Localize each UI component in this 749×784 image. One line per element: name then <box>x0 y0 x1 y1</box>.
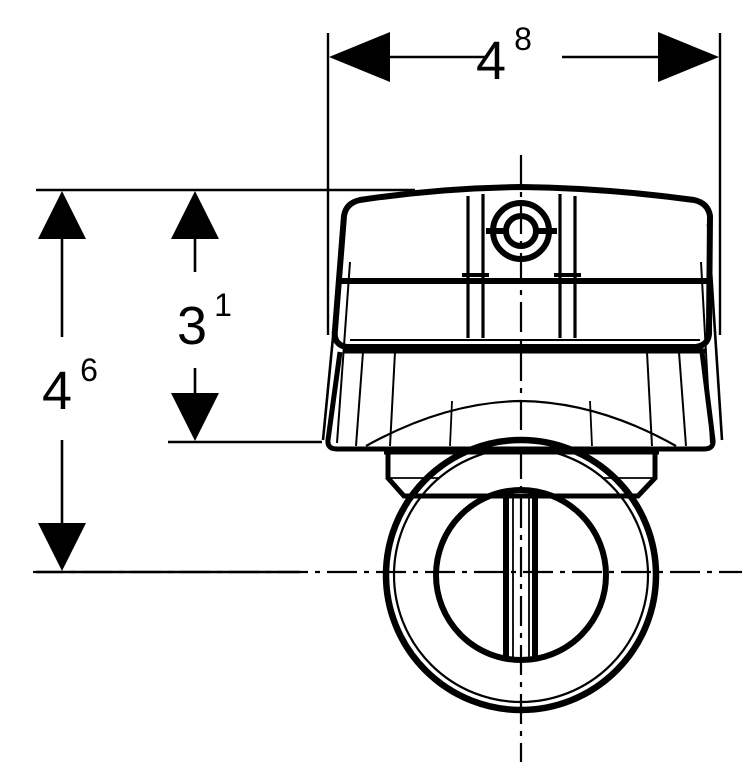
arrowhead-h31-bottom <box>171 393 219 441</box>
adjustment-screw-group <box>486 200 557 262</box>
dimension-height-upper: 3 1 <box>171 191 232 441</box>
extension-lines-group <box>36 33 722 574</box>
valve-body-outer-circle <box>382 436 660 714</box>
actuator-housing-group <box>321 183 724 444</box>
actuator-lower-body-group <box>325 351 716 452</box>
housing-skirt-line-right-outer <box>706 223 724 441</box>
mounting-flange-group <box>384 449 659 499</box>
arrowhead-h31-top <box>171 191 219 239</box>
dimension-label-h31-value: 3 <box>177 296 207 356</box>
dimension-label-h46-superscript: 6 <box>80 352 98 388</box>
housing-skirt-line-left-inner <box>336 261 351 444</box>
housing-central-boss <box>462 194 581 338</box>
dimension-width-overall: 4 8 <box>329 21 719 91</box>
dome-tangent-tick-left <box>449 400 453 447</box>
housing-skirt-line-left-outer <box>321 223 346 441</box>
valve-body-group <box>382 436 660 714</box>
lower-body-dome-curve <box>365 399 677 447</box>
arrowhead-width-left <box>329 32 390 82</box>
dimension-label-h46-value: 4 <box>42 361 72 421</box>
dome-tangent-tick-right <box>589 400 593 447</box>
lower-body-outline <box>325 351 716 452</box>
dimension-label-h31-superscript: 1 <box>214 287 232 323</box>
lower-body-inner-edge-right <box>678 351 687 447</box>
lower-body-inner-panel <box>389 351 653 447</box>
mounting-flange-outline <box>385 452 658 499</box>
dimension-label-width-value: 4 <box>476 31 506 91</box>
valve-disc-circle <box>433 487 609 663</box>
arrowhead-h46-bottom <box>38 523 86 571</box>
lower-body-inner-edge-left <box>355 351 364 447</box>
dimension-height-overall: 4 6 <box>38 191 98 571</box>
arrowhead-width-right <box>658 32 719 82</box>
dimension-label-width-superscript: 8 <box>514 21 532 57</box>
actuator-housing-outline <box>331 183 714 350</box>
arrowhead-h46-top <box>38 191 86 239</box>
